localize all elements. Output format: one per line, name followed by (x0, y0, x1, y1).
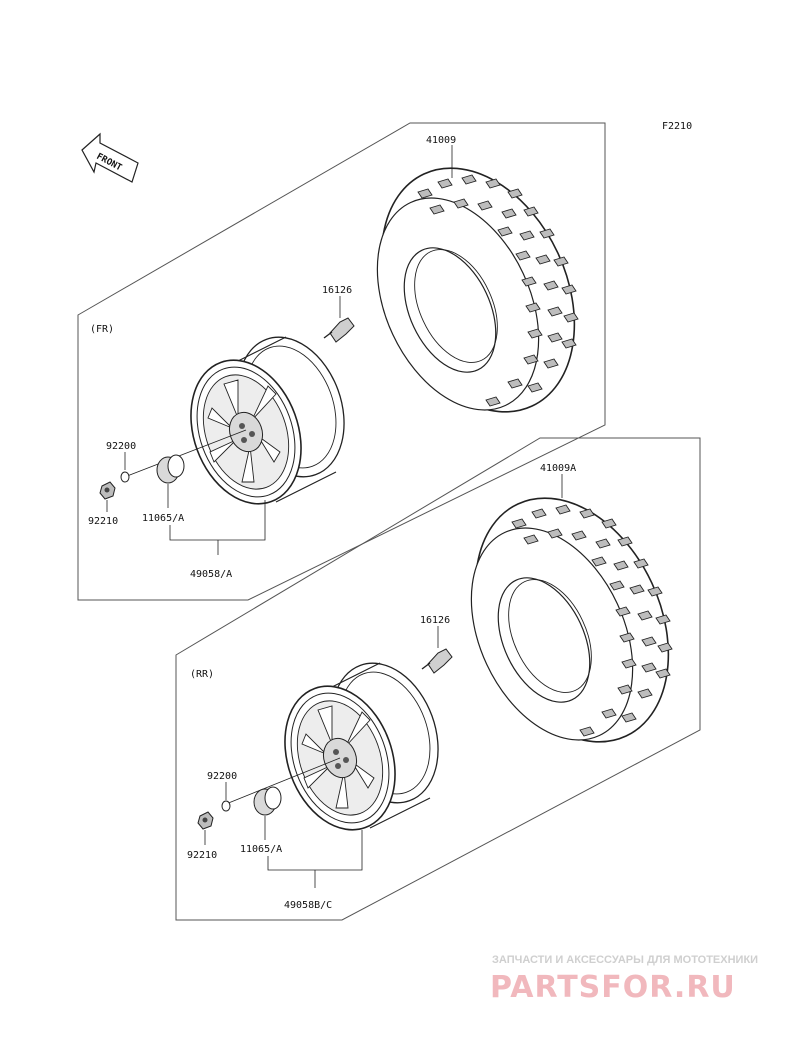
rear-tire-part-number: 41009A (540, 463, 576, 474)
front-tire (343, 136, 613, 444)
front-arrow-icon: FRONT (81, 132, 139, 183)
front-washer (120, 471, 130, 483)
rear-nut (197, 811, 214, 830)
rear-axle-line (225, 757, 341, 805)
rear-section-label: (RR) (190, 669, 214, 680)
rear-valve-part-number: 16126 (420, 615, 450, 626)
front-wheel (171, 321, 364, 521)
front-tire-part-number: 41009 (426, 135, 456, 146)
front-axle-line (121, 429, 247, 479)
rear-washer (221, 800, 231, 812)
rear-cap-part-number: 11065/A (240, 844, 282, 855)
front-nut (99, 481, 116, 500)
front-hub-cap (156, 454, 185, 484)
rear-tire (437, 466, 707, 774)
rear-wheel-part-number: 49058B/C (284, 900, 332, 911)
front-valve-part-number: 16126 (322, 285, 352, 296)
front-cap-part-number: 11065/A (142, 513, 184, 524)
rear-section-frame (175, 437, 701, 921)
watermark-brand: PARTSFOR.RU (490, 970, 736, 1005)
rear-nut-part-number: 92210 (187, 850, 217, 861)
watermark-tagline: ЗАПЧАСТИ И АКСЕССУАРЫ ДЛЯ МОТОТЕХНИКИ (492, 954, 758, 966)
front-section-label: (FR) (90, 324, 114, 335)
front-section-frame (77, 122, 606, 601)
rear-valve-stem (421, 648, 453, 674)
front-valve-stem (323, 317, 355, 343)
front-nut-part-number: 92210 (88, 516, 118, 527)
front-washer-part-number: 92200 (106, 441, 136, 452)
figure-code: F2210 (662, 121, 692, 132)
front-wheel-part-number: 49058/A (190, 569, 232, 580)
rear-washer-part-number: 92200 (207, 771, 237, 782)
rear-wheel (265, 647, 458, 847)
rear-hub-cap (253, 786, 282, 816)
